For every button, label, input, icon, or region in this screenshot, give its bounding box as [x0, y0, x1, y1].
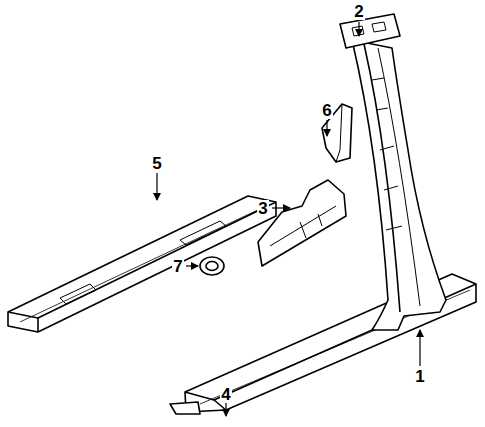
callout-number: 2 [353, 3, 364, 20]
pillar-top-bracket [340, 14, 400, 48]
callout-number: 7 [172, 258, 183, 275]
plug [200, 257, 224, 275]
reinforcement-plate [258, 180, 346, 266]
callout-number: 1 [414, 368, 425, 385]
center-pillar [352, 40, 446, 330]
callout-number: 6 [321, 102, 332, 119]
leader-lines [157, 22, 420, 416]
callout-number: 3 [257, 200, 268, 217]
inner-rail [8, 196, 276, 332]
callout-number: 5 [151, 155, 162, 172]
callout-number: 4 [220, 386, 231, 403]
